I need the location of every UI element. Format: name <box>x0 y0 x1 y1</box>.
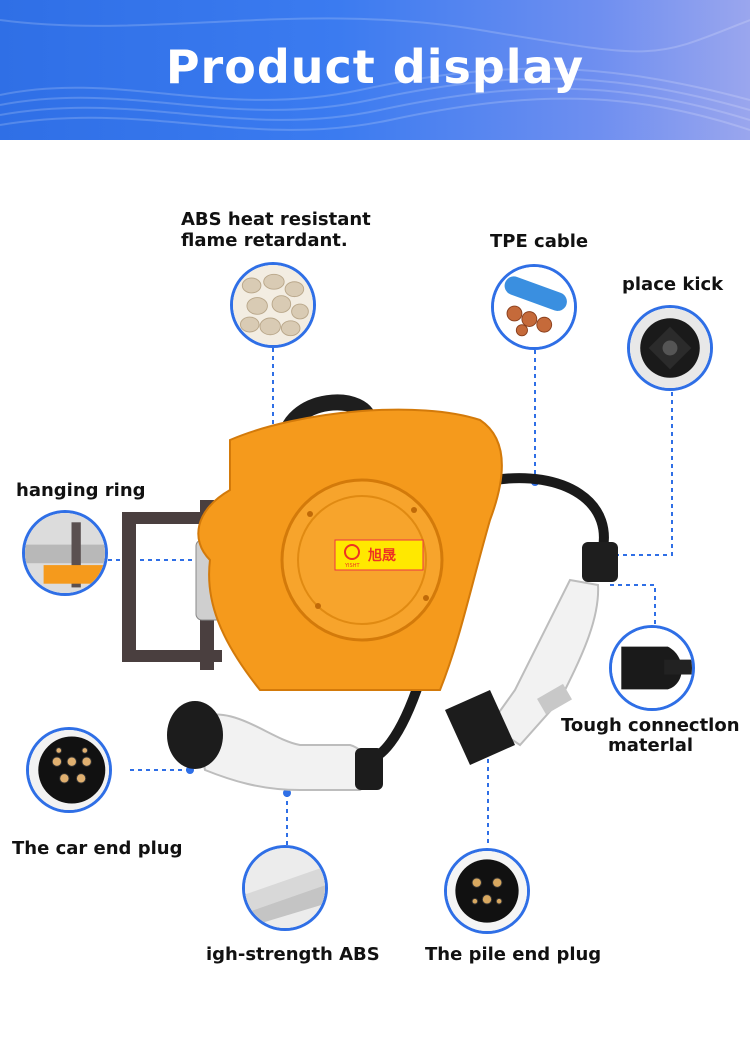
place-kick-closeup <box>627 305 713 391</box>
label-tpe-cable: TPE cable <box>490 231 589 252</box>
hanging-ring-closeup <box>22 510 108 596</box>
label-flame-retardant: flame retardant. <box>181 230 348 251</box>
pile-end-connector <box>445 578 600 765</box>
label-place-kick: place kick <box>622 274 724 295</box>
page-title: Product display <box>165 40 585 94</box>
pile-end-plug-closeup <box>444 848 530 934</box>
brand-logo-text: 旭晟 <box>367 547 396 564</box>
label-tough-connection: Tough connectlon <box>561 715 740 736</box>
banner-wave-decoration <box>0 17 750 131</box>
label-abs-heat-resistant: ABS heat resistant <box>181 209 371 230</box>
header-banner: Product display <box>0 0 750 140</box>
tpe-cable-segment-top <box>494 473 609 562</box>
brand-logo-icon <box>344 544 360 560</box>
high-strength-abs-closeup <box>242 845 328 931</box>
label-high-strength-abs: igh-strength ABS <box>206 944 380 965</box>
abs-pellets-closeup <box>230 262 316 348</box>
tough-connection-closeup <box>609 625 695 711</box>
place-kick-gland <box>582 542 618 582</box>
tpe-cable-cross-section <box>491 264 577 350</box>
label-pile-end-plug: The pile end plug <box>425 944 602 965</box>
label-car-end-plug: The car end plug <box>12 838 183 859</box>
car-end-plug-closeup <box>26 727 112 813</box>
label-hanging-ring: hanging ring <box>16 480 146 501</box>
brand-logo-subtext: YISHT <box>344 563 360 569</box>
label-tough-connection-material: materlal <box>608 735 694 756</box>
car-end-connector <box>167 701 383 791</box>
